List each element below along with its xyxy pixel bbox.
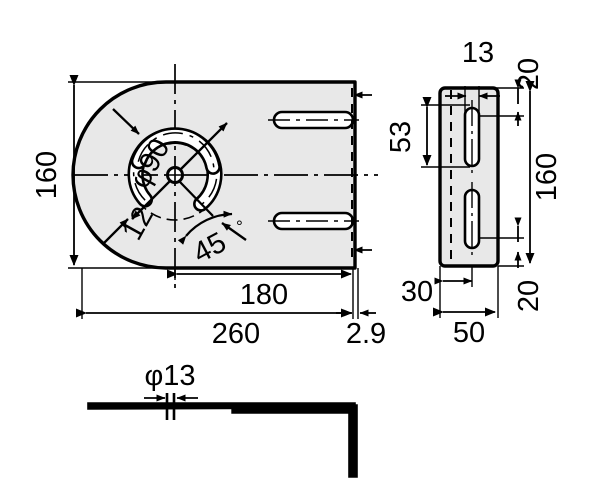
dimension-160-right: 160	[525, 81, 563, 264]
bottom-profile-view: φ13	[87, 360, 358, 478]
label-260: 260	[212, 318, 260, 350]
dimension-20-bottom: 20	[478, 217, 545, 312]
label-20-bottom: 20	[513, 280, 545, 312]
dimension-phi13: φ13	[144, 360, 198, 402]
label-20-top: 20	[513, 58, 545, 90]
profile-horizontal-flange	[87, 402, 356, 410]
side-view: 13 20 53 160 20	[385, 37, 563, 349]
label-degree-sign: °	[236, 217, 243, 236]
dimension-180: 180	[167, 268, 354, 311]
mounting-slot-top	[268, 110, 359, 130]
slot-leader-upper	[112, 108, 140, 135]
label-30: 30	[401, 276, 433, 308]
radial-leader-upper-right	[180, 122, 228, 170]
dimension-53: 53	[385, 97, 470, 168]
dimension-260: 260	[76, 268, 354, 350]
arc-slot-right	[130, 127, 221, 175]
label-53: 53	[385, 121, 417, 153]
radial-leader-lower-left	[131, 180, 171, 220]
mounting-slot-bottom	[268, 211, 359, 231]
dimension-13: 13	[445, 37, 500, 112]
label-160-right: 160	[531, 153, 563, 201]
label-160-left: 160	[31, 151, 63, 199]
dimension-30: 30	[401, 266, 473, 308]
label-180: 180	[240, 279, 288, 311]
label-2p9: 2.9	[346, 318, 386, 350]
dimension-50: 50	[433, 266, 499, 349]
dimension-2p9: 2.9	[336, 268, 386, 350]
front-view: φ90 12 45 ° 160	[31, 64, 386, 350]
angle-arc-45	[177, 210, 233, 245]
label-13: 13	[462, 37, 494, 69]
profile-flange-step	[231, 408, 357, 414]
slot-leader-left	[103, 218, 129, 244]
side-view-outline	[438, 86, 500, 268]
radial-leader-lower-right	[179, 181, 214, 217]
label-phi13: φ13	[144, 360, 195, 392]
label-50: 50	[453, 317, 485, 349]
dimension-160-left: 160	[31, 75, 180, 269]
profile-vertical-leg	[348, 404, 358, 478]
